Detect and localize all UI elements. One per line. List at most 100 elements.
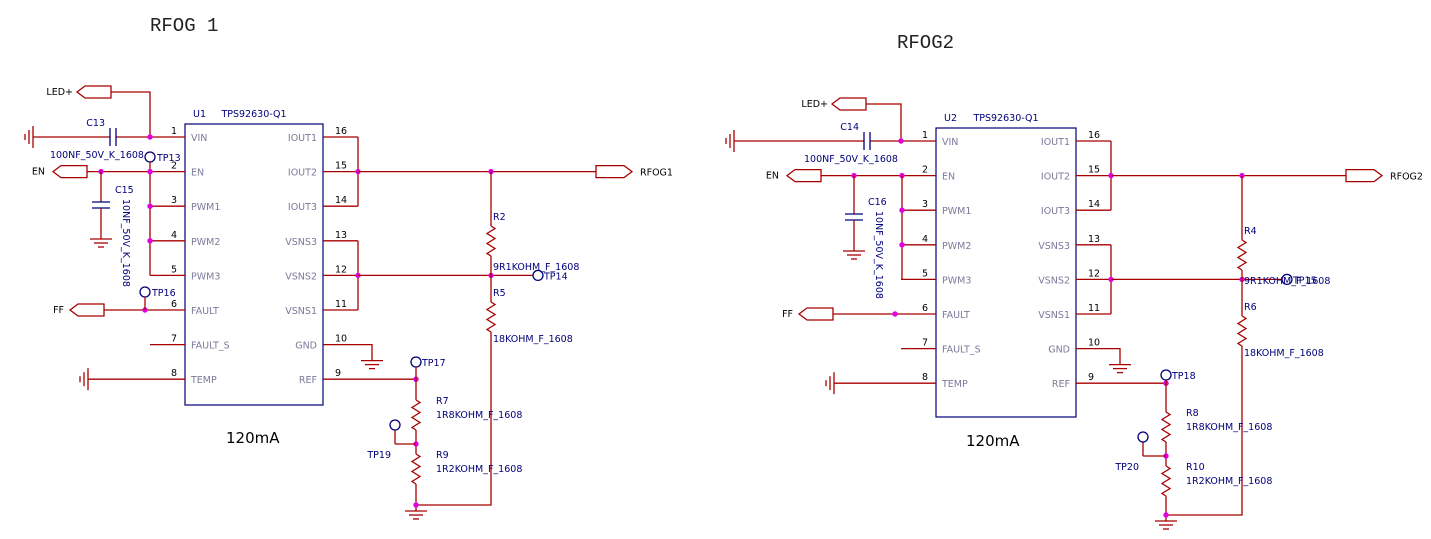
resistor-value: 18KOHM_F_1608 bbox=[1244, 348, 1324, 359]
pin-name: VSNS1 bbox=[1038, 310, 1070, 321]
resistor-reference: R9 bbox=[436, 450, 449, 461]
pin-number: 9 bbox=[1088, 372, 1094, 383]
led-plus-label: LED+ bbox=[801, 99, 828, 110]
rfog-out-port bbox=[595, 164, 634, 179]
ic-body bbox=[184, 123, 324, 406]
junction-dot bbox=[147, 203, 153, 209]
pin-name: GND bbox=[1048, 345, 1070, 356]
capacitor-value: 100NF_50V_K_1608 bbox=[804, 154, 898, 165]
pin-name: EN bbox=[942, 172, 955, 183]
resistor-reference: R8 bbox=[1186, 408, 1199, 419]
wire bbox=[1111, 347, 1121, 365]
ff-label: FF bbox=[53, 305, 64, 316]
resistor-value: 9R1KOHM_F_1608 bbox=[1244, 276, 1330, 287]
pin-number: 15 bbox=[335, 161, 347, 172]
pin-name: VIN bbox=[942, 137, 958, 148]
pin-name: FAULT_S bbox=[191, 341, 230, 352]
resistor-reference: R7 bbox=[436, 396, 449, 407]
pin-number: 13 bbox=[1088, 234, 1100, 245]
pin-name: PWM2 bbox=[191, 237, 220, 248]
pin-number: 14 bbox=[335, 195, 347, 206]
junction-dot bbox=[892, 311, 898, 317]
pin-number: 6 bbox=[922, 303, 928, 314]
pin-number: 7 bbox=[922, 338, 928, 349]
resistor-body bbox=[410, 399, 422, 431]
pin-number: 13 bbox=[335, 230, 347, 241]
ic-part-number: TPS92630-Q1 bbox=[972, 113, 1038, 124]
capacitor-reference: C16 bbox=[868, 197, 887, 208]
pin-number: 8 bbox=[922, 372, 928, 383]
resistor-body bbox=[1236, 239, 1248, 271]
schematic-title: RFOG 1 bbox=[150, 15, 218, 37]
pin-number: 3 bbox=[171, 195, 177, 206]
pin-number: 5 bbox=[171, 264, 177, 275]
test-point-label: TP18 bbox=[1171, 371, 1196, 382]
pin-number: 16 bbox=[335, 126, 347, 137]
pin-number: 7 bbox=[171, 334, 177, 345]
pin-name: FAULT bbox=[191, 306, 219, 317]
junction-dot bbox=[147, 238, 153, 244]
rfog-out-label: RFOG2 bbox=[1390, 172, 1423, 183]
pin-number: 14 bbox=[1088, 199, 1100, 210]
pin-name: PWM1 bbox=[942, 206, 971, 217]
pin-number: 6 bbox=[171, 299, 177, 310]
pin-name: GND bbox=[295, 341, 317, 352]
resistor-value: 1R2KOHM_F_1608 bbox=[1186, 476, 1272, 487]
pin-number: 4 bbox=[171, 230, 177, 241]
ic-reference: U1 bbox=[193, 109, 206, 120]
pin-number: 10 bbox=[1088, 338, 1100, 349]
test-point-label: TP16 bbox=[151, 288, 176, 299]
resistor-value: 18KOHM_F_1608 bbox=[493, 334, 573, 345]
pin-number: 15 bbox=[1088, 165, 1100, 176]
pin-number: 3 bbox=[922, 199, 928, 210]
rfog-out-label: RFOG1 bbox=[640, 168, 673, 179]
pin-number: 11 bbox=[1088, 303, 1100, 314]
test-point-label: TP20 bbox=[1114, 462, 1139, 473]
pin-name: TEMP bbox=[190, 375, 217, 386]
pin-name: EN bbox=[191, 168, 204, 179]
pin-number: 12 bbox=[335, 264, 347, 275]
test-point-icon bbox=[389, 419, 401, 431]
led-plus-port bbox=[830, 97, 867, 111]
pin-name: TEMP bbox=[941, 379, 968, 390]
rfog-out-port bbox=[1345, 168, 1384, 183]
junction-dot bbox=[899, 242, 905, 248]
wire bbox=[866, 103, 902, 141]
pin-number: 16 bbox=[1088, 130, 1100, 141]
pin-name: VSNS3 bbox=[1038, 241, 1070, 252]
ff-port bbox=[797, 307, 834, 321]
resistor-reference: R5 bbox=[493, 288, 506, 299]
test-point-icon bbox=[144, 151, 156, 163]
pin-name: PWM2 bbox=[942, 241, 971, 252]
pin-number: 12 bbox=[1088, 268, 1100, 279]
wire bbox=[416, 332, 492, 506]
schematic-title: RFOG2 bbox=[897, 32, 954, 54]
wire bbox=[111, 91, 151, 137]
test-point-icon bbox=[1281, 273, 1293, 286]
resistor-body bbox=[1236, 315, 1248, 347]
resistor-reference: R6 bbox=[1244, 302, 1257, 313]
current-label: 120mA bbox=[966, 432, 1020, 450]
junction-dot bbox=[899, 207, 905, 213]
resistor-value: 9R1KOHM_F_1608 bbox=[493, 262, 579, 273]
pin-number: 1 bbox=[171, 126, 177, 137]
en-port bbox=[785, 168, 822, 183]
pin-name: IOUT3 bbox=[288, 202, 317, 213]
ff-label: FF bbox=[782, 309, 793, 320]
pin-number: 2 bbox=[171, 161, 177, 172]
wire bbox=[901, 175, 903, 281]
pin-number: 9 bbox=[335, 368, 341, 379]
pin-number: 8 bbox=[171, 368, 177, 379]
resistor-body bbox=[1160, 465, 1172, 497]
pin-name: FAULT_S bbox=[942, 345, 981, 356]
pin-name: VIN bbox=[191, 133, 207, 144]
ic-body bbox=[935, 127, 1077, 418]
pin-number: 2 bbox=[922, 165, 928, 176]
pin-name: REF bbox=[299, 375, 317, 386]
resistor-reference: R4 bbox=[1244, 226, 1257, 237]
current-label: 120mA bbox=[226, 429, 280, 447]
resistor-reference: R2 bbox=[493, 212, 506, 223]
